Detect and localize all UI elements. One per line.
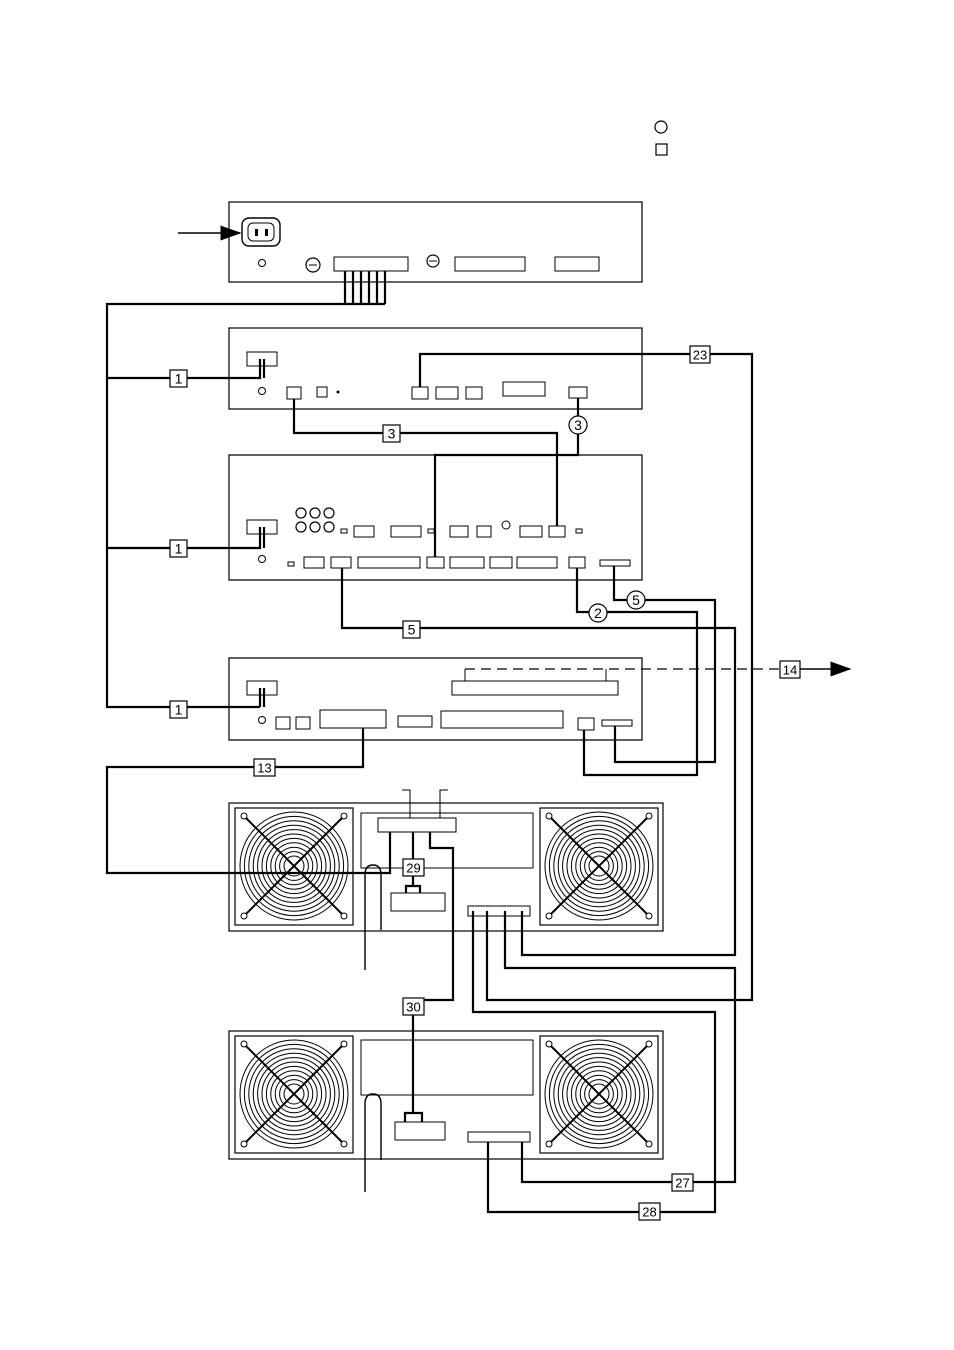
svg-text:13: 13 bbox=[257, 761, 271, 776]
label-27: 27 bbox=[672, 1174, 693, 1191]
svg-text:1: 1 bbox=[175, 702, 183, 718]
label-13: 13 bbox=[254, 759, 275, 776]
svg-text:30: 30 bbox=[406, 1000, 420, 1015]
label-29: 29 bbox=[403, 859, 424, 876]
svg-text:2: 2 bbox=[594, 605, 602, 621]
svg-text:14: 14 bbox=[783, 663, 797, 678]
label-5: 5 bbox=[403, 621, 420, 638]
label-28: 28 bbox=[639, 1203, 660, 1220]
legend: ○ bbox=[655, 121, 667, 155]
svg-text:5: 5 bbox=[632, 592, 640, 608]
label-1-c: 1 bbox=[170, 701, 187, 718]
svg-text:23: 23 bbox=[693, 348, 707, 363]
unit-4 bbox=[229, 658, 642, 740]
label-circle-5: 5 bbox=[627, 591, 645, 609]
label-3: 3 bbox=[383, 425, 400, 442]
svg-text:28: 28 bbox=[642, 1205, 656, 1220]
label-23: 23 bbox=[690, 346, 710, 363]
label-1-b: 1 bbox=[170, 540, 187, 557]
svg-text:1: 1 bbox=[175, 541, 183, 557]
svg-text:27: 27 bbox=[675, 1176, 689, 1191]
unit-power-panel bbox=[229, 202, 642, 282]
svg-text:29: 29 bbox=[406, 861, 420, 876]
svg-text:3: 3 bbox=[574, 417, 582, 433]
label-circle-3: 3 bbox=[569, 416, 587, 434]
svg-text:1: 1 bbox=[175, 371, 183, 387]
label-14: 14 bbox=[780, 661, 800, 678]
amplifier-unit-b bbox=[229, 1031, 663, 1192]
label-circle-2: 2 bbox=[589, 604, 607, 622]
svg-text:5: 5 bbox=[408, 622, 416, 638]
unit-2 bbox=[229, 328, 642, 409]
amplifier-unit-a bbox=[229, 803, 663, 970]
svg-text:3: 3 bbox=[388, 426, 396, 442]
label-30: 30 bbox=[403, 998, 424, 1015]
label-1-a: 1 bbox=[170, 370, 187, 387]
